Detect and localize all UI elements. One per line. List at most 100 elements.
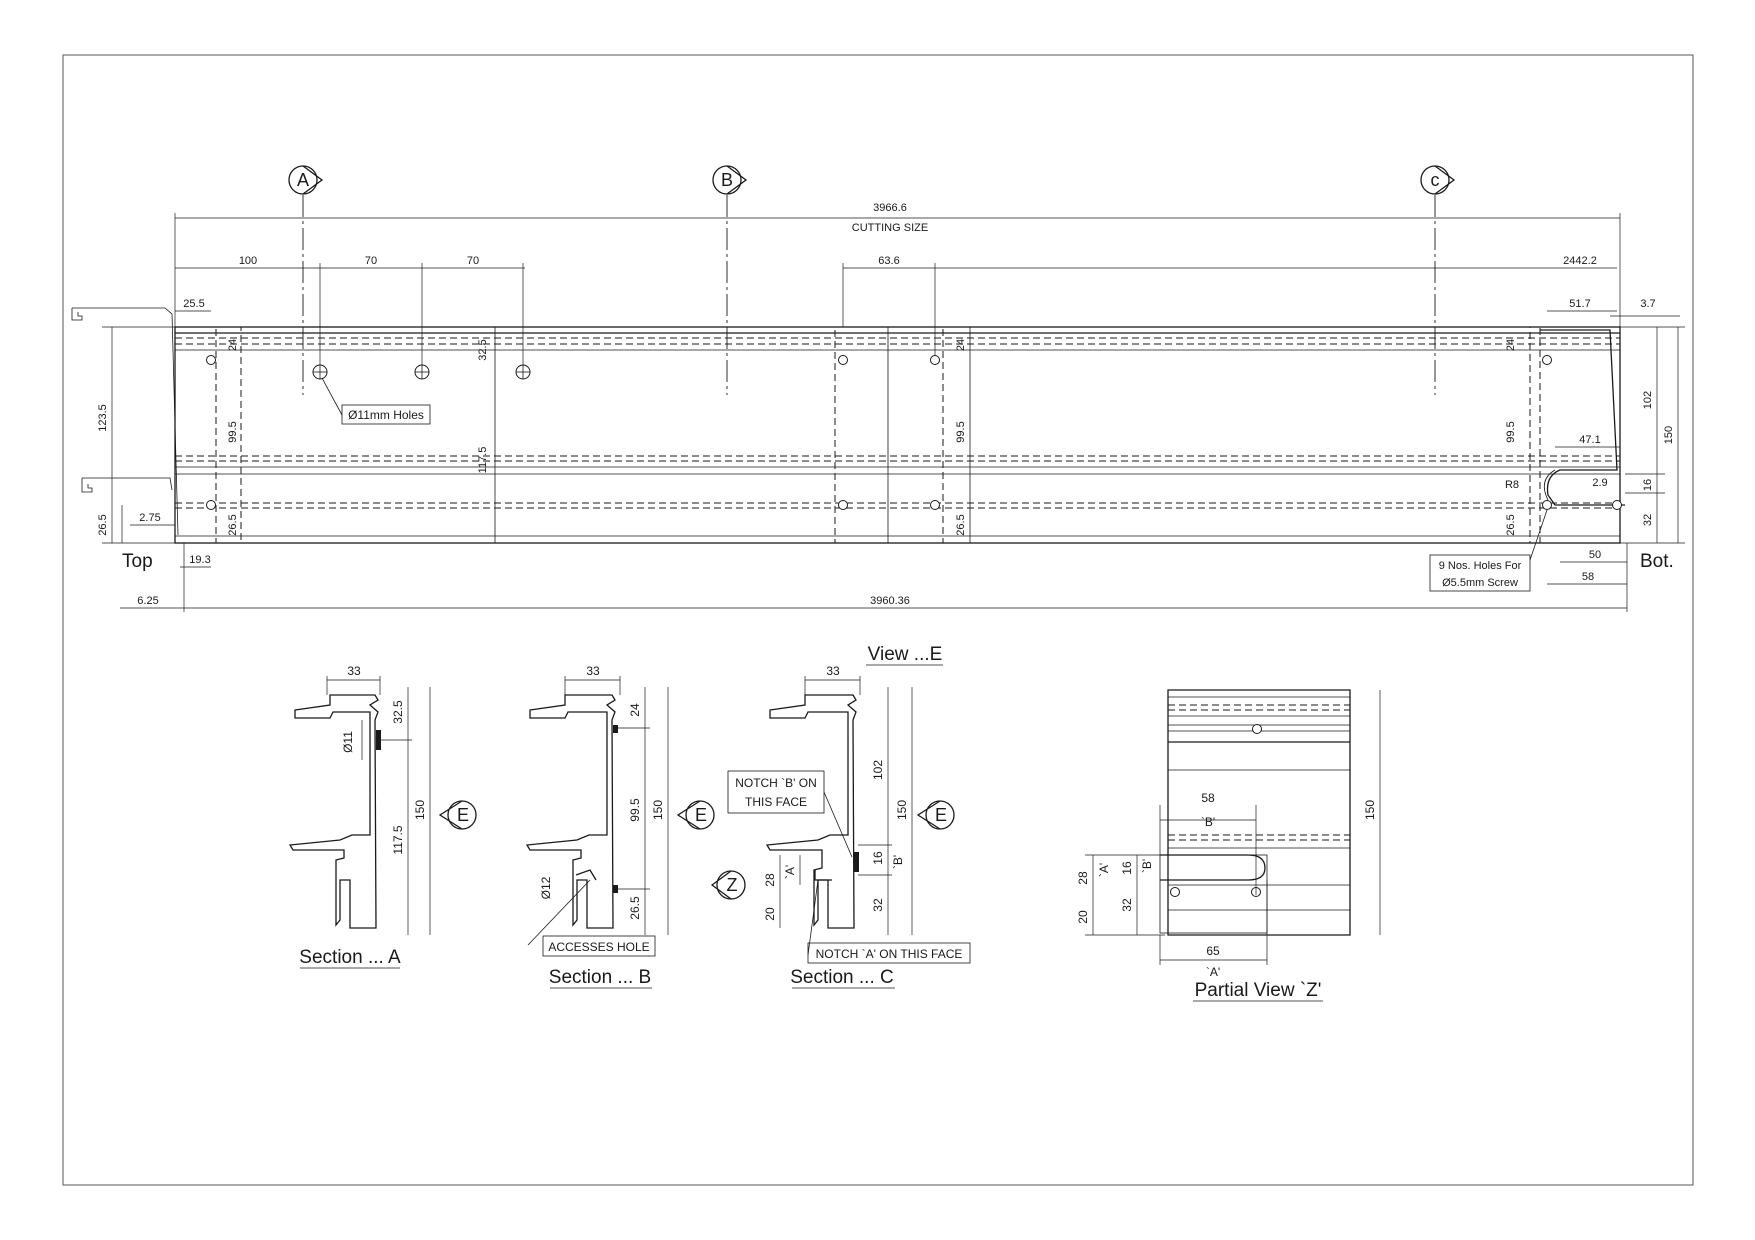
dim-63-6: 63.6 [878,255,899,267]
marker-e-a-label: E [457,805,469,825]
sec-b-dim-33: 33 [586,664,600,678]
sec-c-dim-102: 102 [871,760,885,780]
sec-c-note-b-line2: THIS FACE [745,795,807,809]
marker-e-c: E [916,800,955,830]
pvz-dim-b: `B' [1201,815,1215,829]
dim-100: 100 [239,255,257,267]
dim-51-7: 51.7 [1569,298,1590,310]
dim-99-5-right: 99.5 [1505,421,1517,442]
screw-note-line2: Ø5.5mm Screw [1442,577,1518,589]
section-b-title: Section ... B [549,967,651,988]
sec-c-dim-28: 28 [763,873,777,887]
marker-c: c [1420,165,1456,195]
sec-a-dim-117-5: 117.5 [391,825,405,854]
screw-note-line1: 9 Nos. Holes For [1439,560,1522,572]
dim-26-5-mid: 26.5 [955,514,967,535]
marker-e-a: E [438,800,477,830]
pvz-dim-32: 32 [1120,898,1134,912]
dim-50: 50 [1589,549,1601,561]
dim-26-5-left: 26.5 [227,514,239,535]
dim-r8: R8 [1505,479,1519,491]
dim-24-right: 24 [1505,339,1517,351]
sec-b-dim-99-5: 99.5 [628,798,642,822]
section-a: 33 32.5 117.5 150 Ø11 Section ... A E [288,664,477,969]
dim-70-b: 70 [467,255,479,267]
view-e-label: View ...E [868,644,943,665]
marker-c-label: c [1431,170,1440,190]
dim-cutting-length: 3966.6 [873,202,907,214]
dim-2-9: 2.9 [1592,477,1607,489]
pvz-dim-16: 16 [1120,861,1134,875]
sec-c-dim-16: 16 [871,851,885,865]
dim-150: 150 [1663,426,1675,444]
marker-a: A [288,165,324,195]
dim-99-5-mid: 99.5 [955,421,967,442]
dim-3-7: 3.7 [1640,298,1655,310]
marker-e-b: E [676,800,715,830]
marker-e-b-label: E [695,805,707,825]
section-b: 33 24 99.5 150 26.5 Ø12 ACCESSES HOLE Se… [525,664,715,989]
pvz-dim-a2: `A' [1206,965,1220,979]
main-elevation: A B c Ø11mm Hol [71,165,1685,612]
dim-32: 32 [1642,514,1654,526]
sec-a-dim-150: 150 [413,800,427,820]
dim-16: 16 [1642,479,1654,491]
sec-c-note-b-line1: NOTCH `B' ON [735,776,817,790]
sec-c-dim-150: 150 [895,800,909,820]
dim-26-5-right: 26.5 [1505,514,1517,535]
top-label: Top [122,551,153,572]
dimension-lines [102,213,1685,612]
dim-2-75: 2.75 [139,512,160,524]
dim-6-25: 6.25 [137,595,158,607]
sec-c-dim-a: `A' [783,865,797,879]
sec-a-dim-32-5: 32.5 [391,700,405,724]
dim-102: 102 [1642,391,1654,409]
sec-c-dim-32: 32 [871,898,885,912]
holes-11mm-text: Ø11mm Holes [348,408,424,422]
dim-123-5: 123.5 [97,404,109,432]
marker-e-c-label: E [935,805,947,825]
dim-24-mid: 24 [955,339,967,351]
dim-99-5-left: 99.5 [227,421,239,442]
pvz-dim-28: 28 [1076,871,1090,885]
dim-70-a: 70 [365,255,377,267]
dim-24-left: 24 [227,339,239,351]
marker-b: B [712,165,748,195]
dim-25-5: 25.5 [183,298,204,310]
dim-58: 58 [1582,571,1594,583]
section-a-title: Section ... A [299,947,401,968]
sec-c-dim-b: `B' [891,855,905,869]
pvz-dim-a: `A' [1097,863,1111,877]
marker-a-label: A [297,170,309,190]
pvz-dim-b2: `B' [1140,859,1154,873]
dim-3960-36: 3960.36 [870,595,910,607]
marker-b-label: B [721,170,733,190]
pvz-dim-20: 20 [1076,910,1090,924]
cutting-size-label: CUTTING SIZE [852,222,928,234]
section-c: View ...E 33 102 150 16 `B' 32 28 `A' 20… [710,644,971,989]
sec-b-dim-26-5: 26.5 [628,896,642,920]
sec-b-note: ACCESSES HOLE [548,940,649,954]
dim-2442-2: 2442.2 [1563,255,1597,267]
sec-c-dim-33: 33 [826,664,840,678]
dim-19-3: 19.3 [189,554,210,566]
holes-11mm-label: Ø11mm Holes [321,377,431,425]
sec-b-dim-150: 150 [651,800,665,820]
screw-hole [206,355,1622,510]
pvz-dim-150: 150 [1363,800,1377,820]
sec-a-dim-33: 33 [347,664,361,678]
section-c-title: Section ... C [790,967,894,988]
sec-b-dim-d12: Ø12 [539,876,553,899]
pvz-dim-58: 58 [1201,791,1215,805]
sec-c-note-a: NOTCH `A' ON THIS FACE [816,947,963,961]
partial-view-z: 58 `B' 150 28 `A' 16 `B' 20 32 65 `A' Pa… [1076,689,1381,1002]
partial-view-z-title: Partial View `Z' [1195,980,1322,1001]
sec-c-dim-20: 20 [763,907,777,921]
sec-a-dim-d11: Ø11 [341,731,355,753]
sheet-border [62,54,1694,1186]
pvz-dim-65: 65 [1206,944,1220,958]
dim-47-1: 47.1 [1579,434,1600,446]
sec-b-dim-24: 24 [628,703,642,717]
dim-32-5: 32.5 [477,339,489,360]
